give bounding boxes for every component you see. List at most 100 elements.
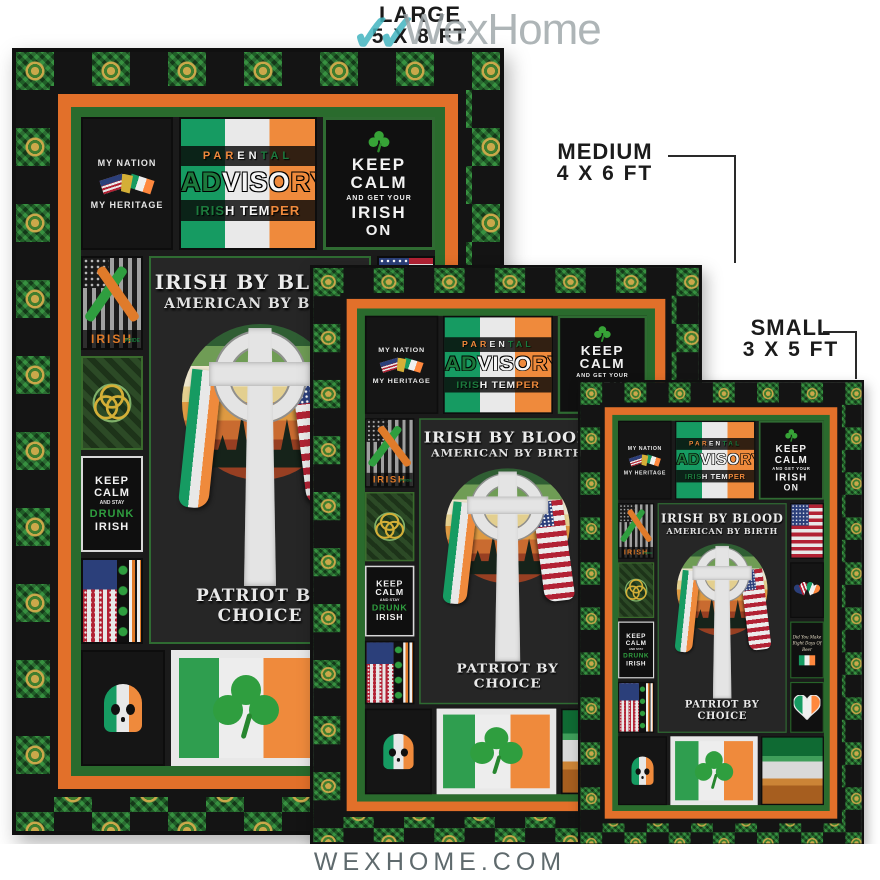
us-flag-stripes <box>619 683 639 732</box>
irish-pride-flag-panel: IRISH PRIDE <box>81 256 143 350</box>
keep-calm-panel: KEEP CALM AND GET YOUR IRISH ON <box>758 420 824 500</box>
crossed-flags <box>99 173 155 194</box>
size-name: SMALL <box>750 315 832 340</box>
trinity-knot-panel <box>364 491 415 562</box>
irish-temper-line: IRISH TEMPER <box>444 376 552 393</box>
size-dimensions: 3 X 5 FT <box>742 338 840 362</box>
irish-heart-leaf-icon <box>806 581 821 596</box>
cross-arm <box>466 496 549 515</box>
shamrock-column <box>638 683 647 732</box>
shamrock-icon <box>369 131 390 155</box>
celtic-cross <box>207 328 313 586</box>
harp-icon <box>396 357 407 373</box>
american-by-birth-text: AMERICAN BY BIRTH <box>164 296 356 312</box>
keep-calm-drunk-panel: KEEP CALM AND STAY DRUNK IRISH <box>81 456 143 552</box>
irish-pride-flag-panel: IRISH PRIDE <box>618 503 655 559</box>
irish-flag-big-shamrock-panel <box>171 650 321 766</box>
rug-green-frame: MY NATION MY HERITAGE PARENTAL ADVISORY <box>612 414 830 811</box>
us-flag-shamrock-panel <box>618 681 655 733</box>
celtic-cross <box>691 545 753 699</box>
rug: MY NATION MY HERITAGE PARENTAL ADVISORY <box>578 380 864 846</box>
crossed-flags <box>628 454 661 467</box>
us-flag-stripes <box>83 560 117 642</box>
us-flag-shamrock-panel <box>81 558 143 644</box>
my-nation-badge-panel: MY NATION MY HERITAGE <box>81 117 173 250</box>
tricolor-skull-icon <box>631 756 654 785</box>
american-by-birth-text: AMERICAN BY BIRTH <box>431 447 584 460</box>
celtic-heart-icon <box>793 694 821 720</box>
irish-skull-panel <box>81 650 165 766</box>
parental-line: PARENTAL <box>181 146 315 167</box>
main-art-panel: IRISH BY BLOOD AMERICAN BY BIRTH PATRIOT… <box>657 503 787 733</box>
keep-calm-drunk-panel: KEEP CALM AND STAY DRUNK IRISH <box>618 621 655 679</box>
triquetra-icon <box>92 383 132 423</box>
badge-top-text: MY NATION <box>97 157 157 168</box>
badge-bottom-text: MY HERITAGE <box>623 469 666 476</box>
rug-content: MY NATION MY HERITAGE PARENTAL ADVISORY <box>618 420 824 806</box>
size-label-large: LARGE 5 X 8 FT <box>330 3 510 48</box>
my-nation-badge-panel: MY NATION MY HERITAGE <box>364 315 439 414</box>
us-flag-shamrock-panel <box>364 640 415 705</box>
rug-small-3x5: MY NATION MY HERITAGE PARENTAL ADVISORY <box>578 380 880 880</box>
patriot-by-choice-text: PATRIOT BY CHOICE <box>456 661 559 691</box>
cross-shaft <box>712 545 732 699</box>
badge-top-text: MY NATION <box>378 345 425 354</box>
website-url: WEXHOME.COM <box>313 847 567 876</box>
my-nation-badge-panel: MY NATION MY HERITAGE <box>618 420 672 500</box>
celtic-heart-panel <box>790 681 824 733</box>
parental-line: PARENTAL <box>444 337 552 353</box>
patriot-by-choice-text: PATRIOT BY CHOICE <box>195 586 325 626</box>
us-flag-stripes <box>366 642 394 703</box>
flag-shamrock-hearts-panel <box>790 562 824 618</box>
shamrock-icon <box>785 429 797 443</box>
triquetra-icon <box>624 578 648 602</box>
shamrock-icon <box>594 326 611 344</box>
irish-temper-line: IRISH TEMPER <box>676 469 755 483</box>
cross-arm <box>692 565 752 581</box>
keep-calm-panel: KEEP CALM AND GET YOUR IRISH ON <box>557 315 648 414</box>
big-shamrock-icon <box>209 675 283 741</box>
irish-skull-panel <box>618 736 667 806</box>
cross-arm <box>209 362 311 386</box>
parental-advisory-panel: PARENTAL ADVISORY IRISH TEMPER <box>179 117 317 250</box>
advisory-line: ADVISORY <box>676 450 754 469</box>
tricolor-skull-icon <box>383 733 414 770</box>
irish-tricolor-panel <box>761 736 824 806</box>
size-label-medium: MEDIUM 4 X 6 FT <box>545 140 665 185</box>
shamrock-column <box>393 642 404 703</box>
badge-top-text: MY NATION <box>627 444 662 451</box>
irish-by-blood-text: IRISH BY BLOOD <box>660 511 784 526</box>
footer-bar: WEXHOME.COM <box>0 844 880 880</box>
irish-by-blood-text: IRISH BY BLOOD <box>423 428 592 447</box>
advisory-line: ADVISORY <box>181 167 315 198</box>
size-label-small: SMALL 3 X 5 FT <box>737 316 845 361</box>
parental-advisory-panel: PARENTAL ADVISORY IRISH TEMPER <box>675 420 756 500</box>
small-connector-line <box>823 331 857 379</box>
size-dimensions: 5 X 8 FT <box>371 25 469 49</box>
size-name: LARGE <box>379 2 461 27</box>
irish-temper-line: IRISH TEMPER <box>181 199 315 221</box>
crossed-flags <box>379 357 424 373</box>
keep-calm-drunk-panel: KEEP CALM AND STAY DRUNK IRISH <box>364 565 415 637</box>
big-shamrock-icon <box>467 727 526 776</box>
irish-skull-panel <box>364 708 432 795</box>
trinity-knot-panel <box>81 356 143 450</box>
us-heart-leaf-icon <box>793 581 808 596</box>
size-dimensions: 4 X 6 FT <box>556 162 654 186</box>
irish-stripes <box>129 560 141 642</box>
main-art-panel: IRISH BY BLOOD AMERICAN BY BIRTH PATRIOT… <box>149 256 371 644</box>
irish-flag-icon <box>798 655 816 666</box>
irish-flag-big-shamrock-panel <box>436 708 557 795</box>
us-flag-panel <box>790 503 824 559</box>
keep-calm-panel: KEEP CALM AND GET YOUR IRISH ON <box>323 117 435 250</box>
advisory-line: ADVISORY <box>444 352 552 375</box>
badge-bottom-text: MY HERITAGE <box>90 199 164 210</box>
flag-canton <box>791 504 809 526</box>
big-shamrock-icon <box>693 751 736 790</box>
rug-black-gap-frame: MY NATION MY HERITAGE PARENTAL ADVISORY <box>600 402 842 824</box>
harp-icon <box>121 173 133 194</box>
parental-line: PARENTAL <box>676 438 755 450</box>
irish-pride-flag-panel: IRISH PRIDE <box>364 418 415 488</box>
triquetra-icon <box>374 512 406 541</box>
shamrock-column <box>116 560 130 642</box>
